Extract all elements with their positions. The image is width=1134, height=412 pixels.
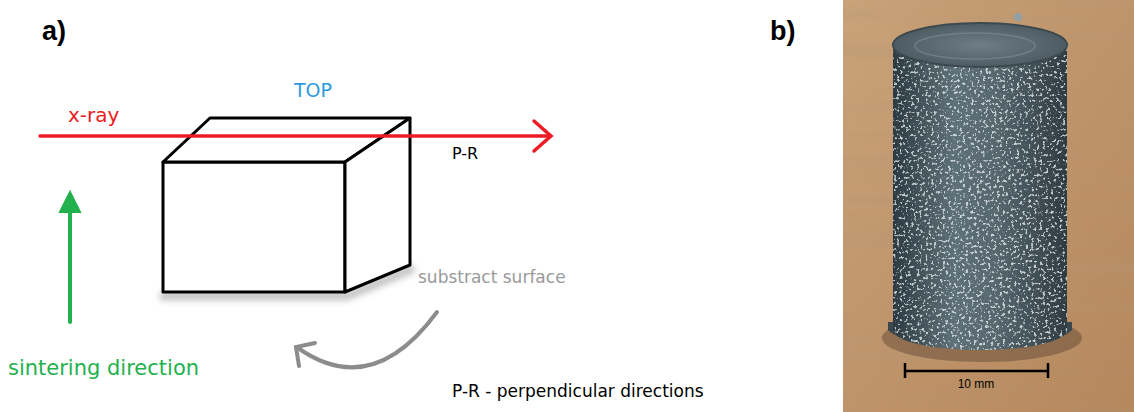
- face-label: TOP: [294, 80, 332, 102]
- direction-label: sintering direction: [8, 356, 199, 380]
- surface-label: substract surface: [418, 268, 566, 288]
- cube-outline: [163, 118, 410, 292]
- rotation-arrow: [296, 312, 437, 367]
- sample-photo: [843, 0, 1134, 412]
- sintering-arrow: [60, 192, 80, 322]
- scale-bar: [905, 363, 1048, 378]
- beam-label: x-ray: [68, 104, 119, 127]
- direction-label: P-R: [452, 145, 478, 163]
- panel-letter: a): [42, 16, 66, 47]
- scale-label: 10 mm: [958, 378, 995, 392]
- legend-note: P-R - perpendicular directions: [452, 382, 704, 402]
- panel-letter: b): [770, 16, 795, 47]
